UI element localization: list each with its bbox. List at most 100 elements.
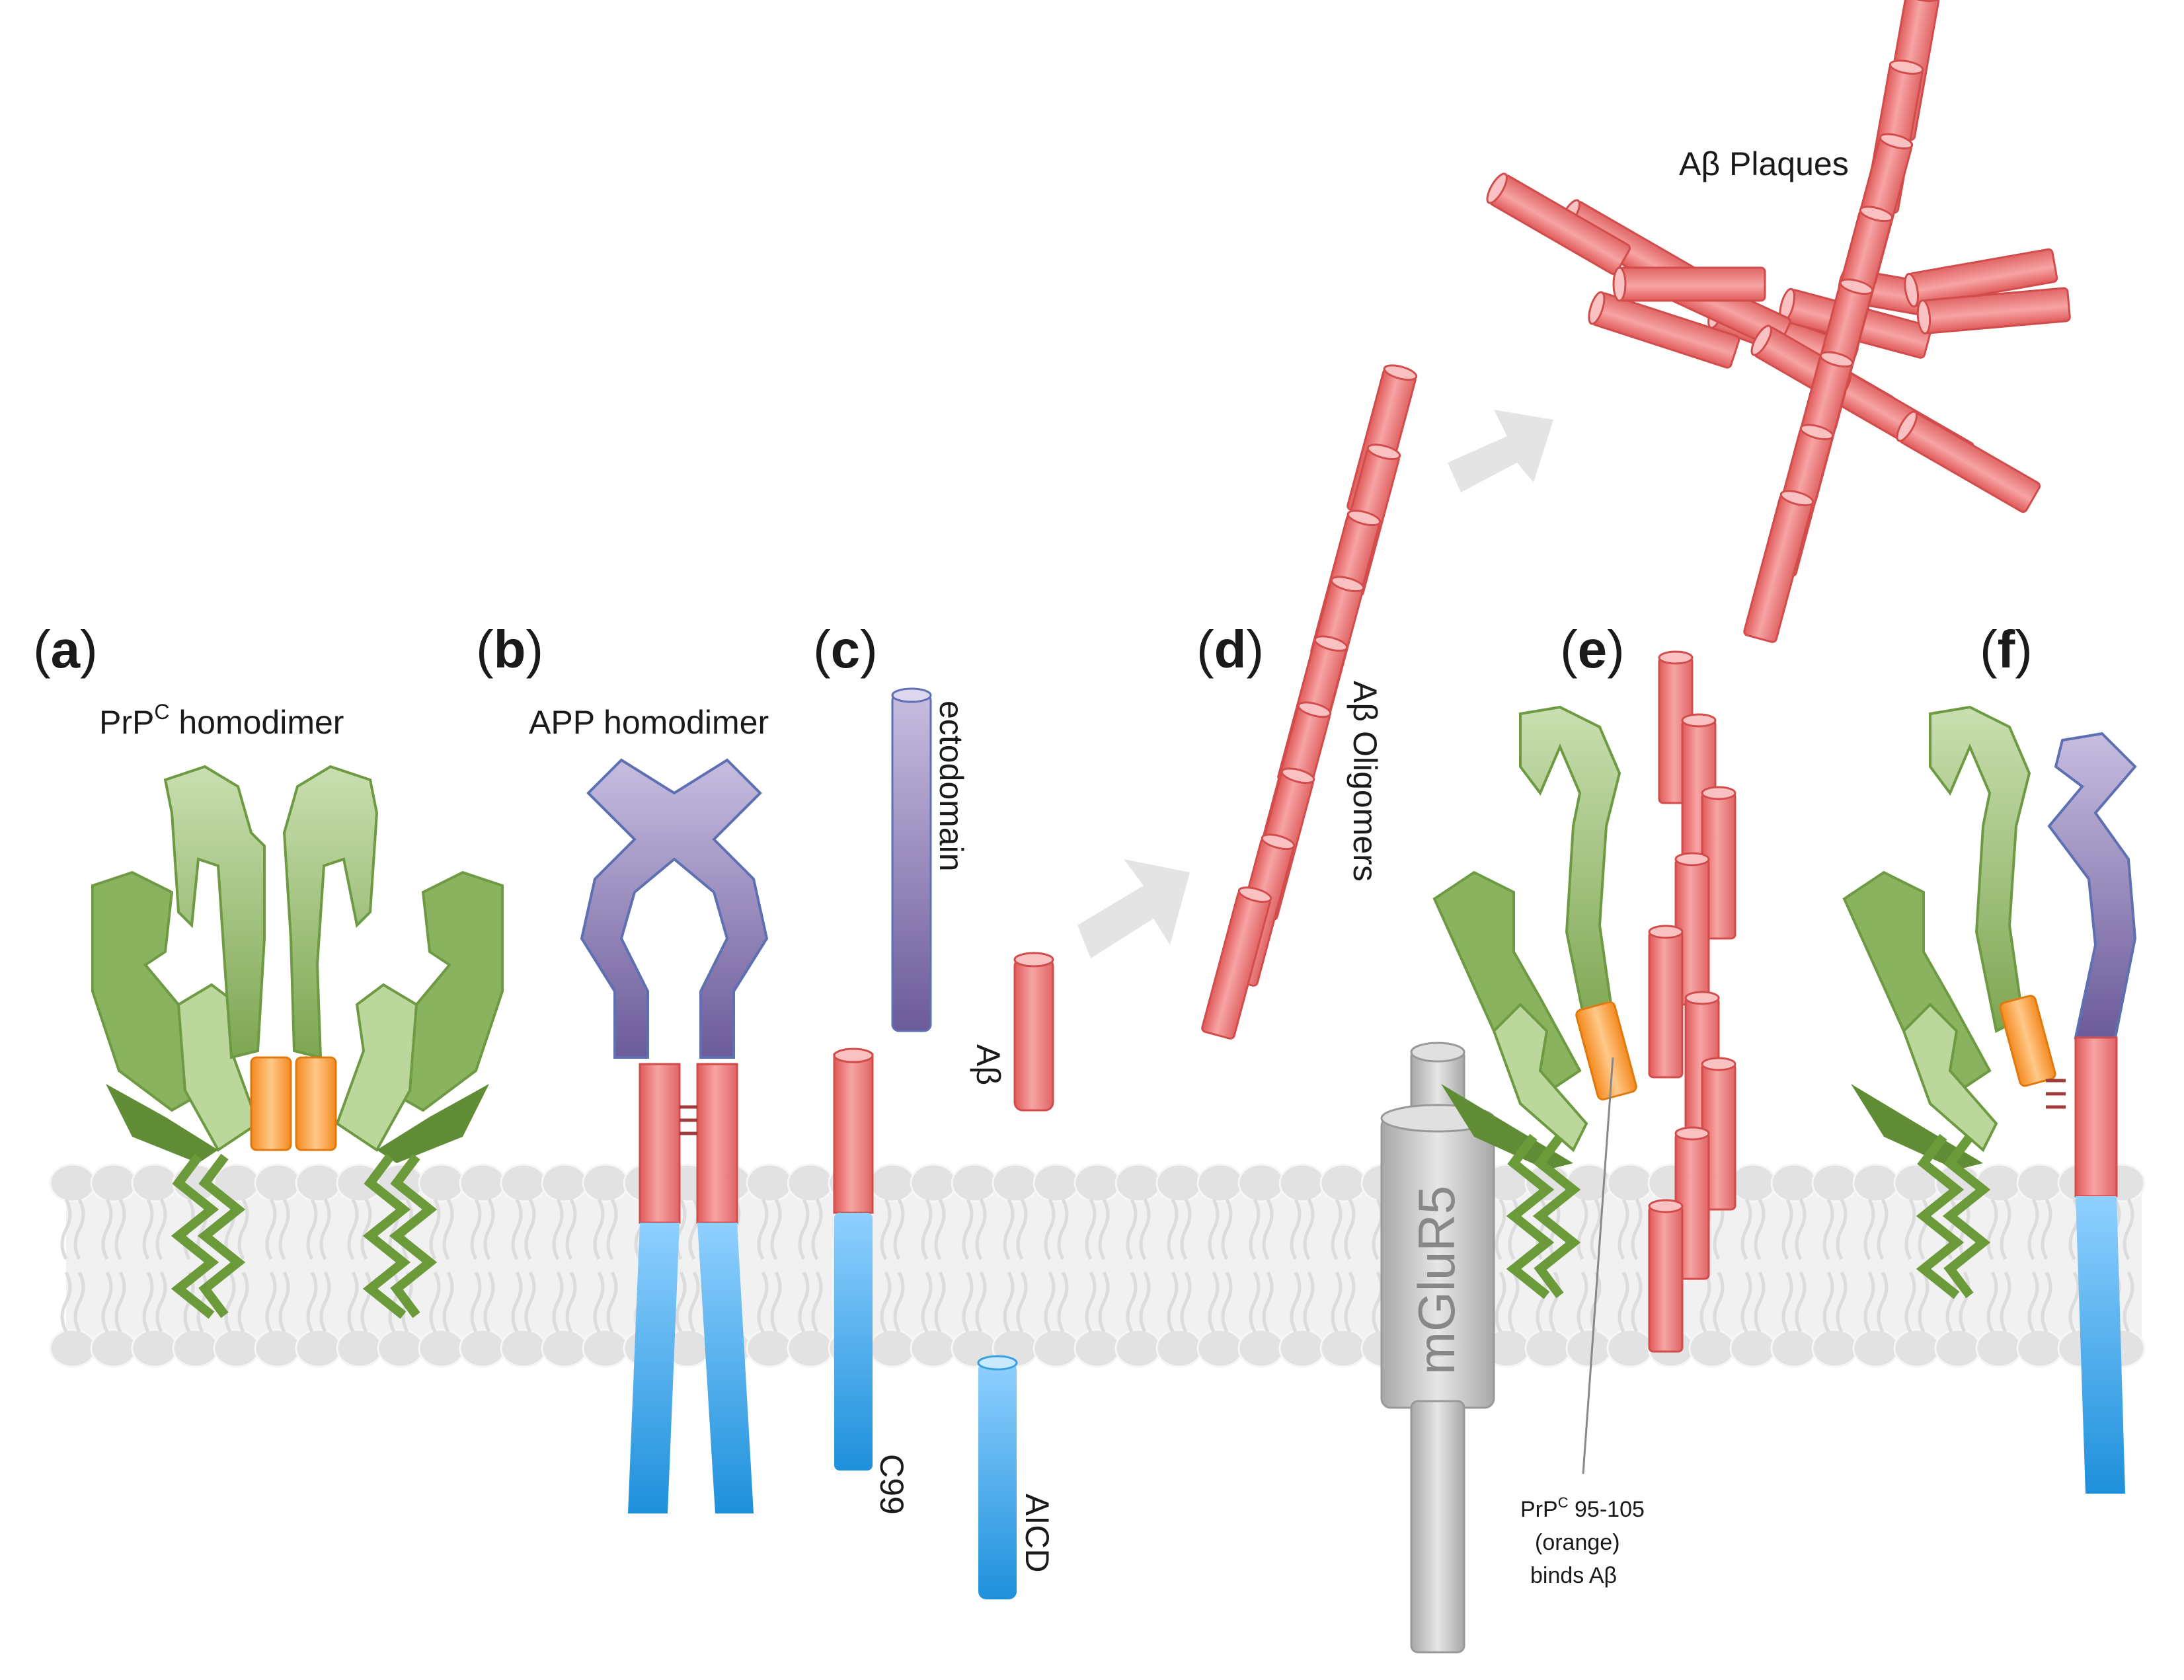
lipid-tail xyxy=(2041,1271,2052,1333)
lipid-head xyxy=(582,1328,629,1368)
lipid-tail xyxy=(1044,1271,1056,1333)
lipid-tail xyxy=(1822,1271,1834,1333)
lipid-head xyxy=(131,1328,178,1368)
lipid-tail xyxy=(224,1271,236,1333)
lipid-tail xyxy=(442,1198,454,1260)
lipid-tail xyxy=(1959,1271,1970,1333)
app-monomer-right xyxy=(696,1063,754,1513)
lipid-head xyxy=(541,1163,588,1203)
lipid-head xyxy=(1033,1328,1080,1368)
lipid-head xyxy=(910,1163,957,1203)
lipid-tail xyxy=(470,1271,482,1333)
lipid-head xyxy=(746,1328,793,1368)
lipid-tail xyxy=(811,1271,823,1333)
lipid-tail xyxy=(798,1271,810,1333)
prion-app-bonds xyxy=(2046,1079,2066,1109)
lipid-tail xyxy=(757,1271,769,1333)
lipid-head xyxy=(1852,1328,1900,1368)
lipid-tail xyxy=(1754,1271,1766,1333)
annotation-line-1: PrPC 95-105 xyxy=(1520,1494,1645,1522)
lipid-tail xyxy=(921,1271,933,1333)
lipid-tail xyxy=(319,1271,331,1333)
lipid-tail xyxy=(1085,1271,1097,1333)
lipid-tail xyxy=(1863,1198,1875,1260)
lipid-tail xyxy=(675,1271,687,1333)
lipid-tail xyxy=(1508,1271,1520,1333)
lipid-tail xyxy=(1495,1271,1506,1333)
lipid-tail xyxy=(770,1198,782,1260)
lipid-tail xyxy=(1904,1198,1916,1260)
lipid-head xyxy=(1319,1328,1367,1368)
lipid-tail xyxy=(1549,1271,1561,1333)
lipid-tail xyxy=(1754,1198,1766,1260)
lipid-tail xyxy=(2041,1198,2052,1260)
lipid-head xyxy=(377,1328,424,1368)
lipid-head xyxy=(869,1163,916,1203)
panel-e-label: (e) xyxy=(1560,620,1625,679)
lipid-head xyxy=(1811,1328,1859,1368)
lipid-tail xyxy=(442,1271,454,1333)
lipid-tail xyxy=(921,1198,933,1260)
lipid-tail xyxy=(1631,1198,1643,1260)
lipid-tail xyxy=(511,1271,523,1333)
lipid-tail xyxy=(1836,1271,1848,1333)
lipid-tail xyxy=(606,1271,618,1333)
lipid-head xyxy=(951,1163,998,1203)
lipid-head xyxy=(1114,1163,1162,1203)
app-ectodomain-dimer xyxy=(580,758,769,1059)
panel-b-label: (b) xyxy=(476,620,543,679)
aggregation-arrow-1 xyxy=(1077,859,1190,958)
lipid-tail xyxy=(1180,1271,1192,1333)
lipid-head xyxy=(1319,1163,1367,1203)
lipid-tail xyxy=(278,1198,290,1260)
lipid-tail xyxy=(593,1271,605,1333)
lipid-tail xyxy=(606,1198,618,1260)
lipid-tail xyxy=(1262,1198,1274,1260)
lipid-head xyxy=(1278,1163,1326,1203)
lipid-tail xyxy=(552,1271,564,1333)
lipid-tail xyxy=(1003,1271,1015,1333)
lipid-tail xyxy=(962,1271,974,1333)
lipid-head xyxy=(1073,1328,1121,1368)
lipid-tail xyxy=(1699,1271,1711,1333)
lipid-tail xyxy=(880,1198,892,1260)
mglur5-label: mGluR5 xyxy=(1407,1186,1465,1375)
gpi-anchor-right xyxy=(362,1153,438,1319)
lipid-tail xyxy=(1904,1271,1916,1333)
lipid-head xyxy=(1975,1163,2023,1203)
lipid-tail xyxy=(1631,1271,1643,1333)
lipid-tail xyxy=(1167,1198,1179,1260)
lipid-tail xyxy=(1781,1271,1793,1333)
lipid-tail xyxy=(1016,1271,1028,1333)
lipid-head xyxy=(1770,1328,1818,1368)
lipid-head xyxy=(131,1163,178,1203)
lipid-head xyxy=(49,1328,97,1368)
lipid-head xyxy=(2016,1163,2064,1203)
lipid-head xyxy=(1770,1163,1818,1203)
lipid-tail xyxy=(237,1198,249,1260)
lipid-head xyxy=(1729,1163,1777,1203)
lipid-tail xyxy=(1822,1198,1834,1260)
lipid-tail xyxy=(511,1198,523,1260)
aicd-label: AICD xyxy=(1019,1494,1056,1572)
lipid-head xyxy=(418,1328,465,1368)
lipid-tail xyxy=(524,1198,536,1260)
lipid-tail xyxy=(1221,1198,1233,1260)
panel-f: (f) xyxy=(1842,620,2137,1494)
panel-b: (b) APP homodimer xyxy=(476,620,769,1513)
lipid-tail xyxy=(306,1198,318,1260)
lipid-head xyxy=(1196,1328,1244,1368)
lipid-tail xyxy=(811,1198,823,1260)
lipid-tail xyxy=(2000,1271,2011,1333)
abeta-oligomer-stack xyxy=(1200,362,1419,1041)
lipid-tail xyxy=(1221,1271,1233,1333)
panel-e: (e) mGluR5 xyxy=(1380,620,1736,1654)
lipid-tail xyxy=(470,1198,482,1260)
aggregation-arrow-2 xyxy=(1448,410,1553,492)
lipid-tail xyxy=(893,1271,905,1333)
lipid-tail xyxy=(524,1271,536,1333)
lipid-tail xyxy=(1126,1271,1138,1333)
lipid-tail xyxy=(1986,1271,1998,1333)
lipid-head xyxy=(1606,1163,1654,1203)
lipid-tail xyxy=(1003,1198,1015,1260)
